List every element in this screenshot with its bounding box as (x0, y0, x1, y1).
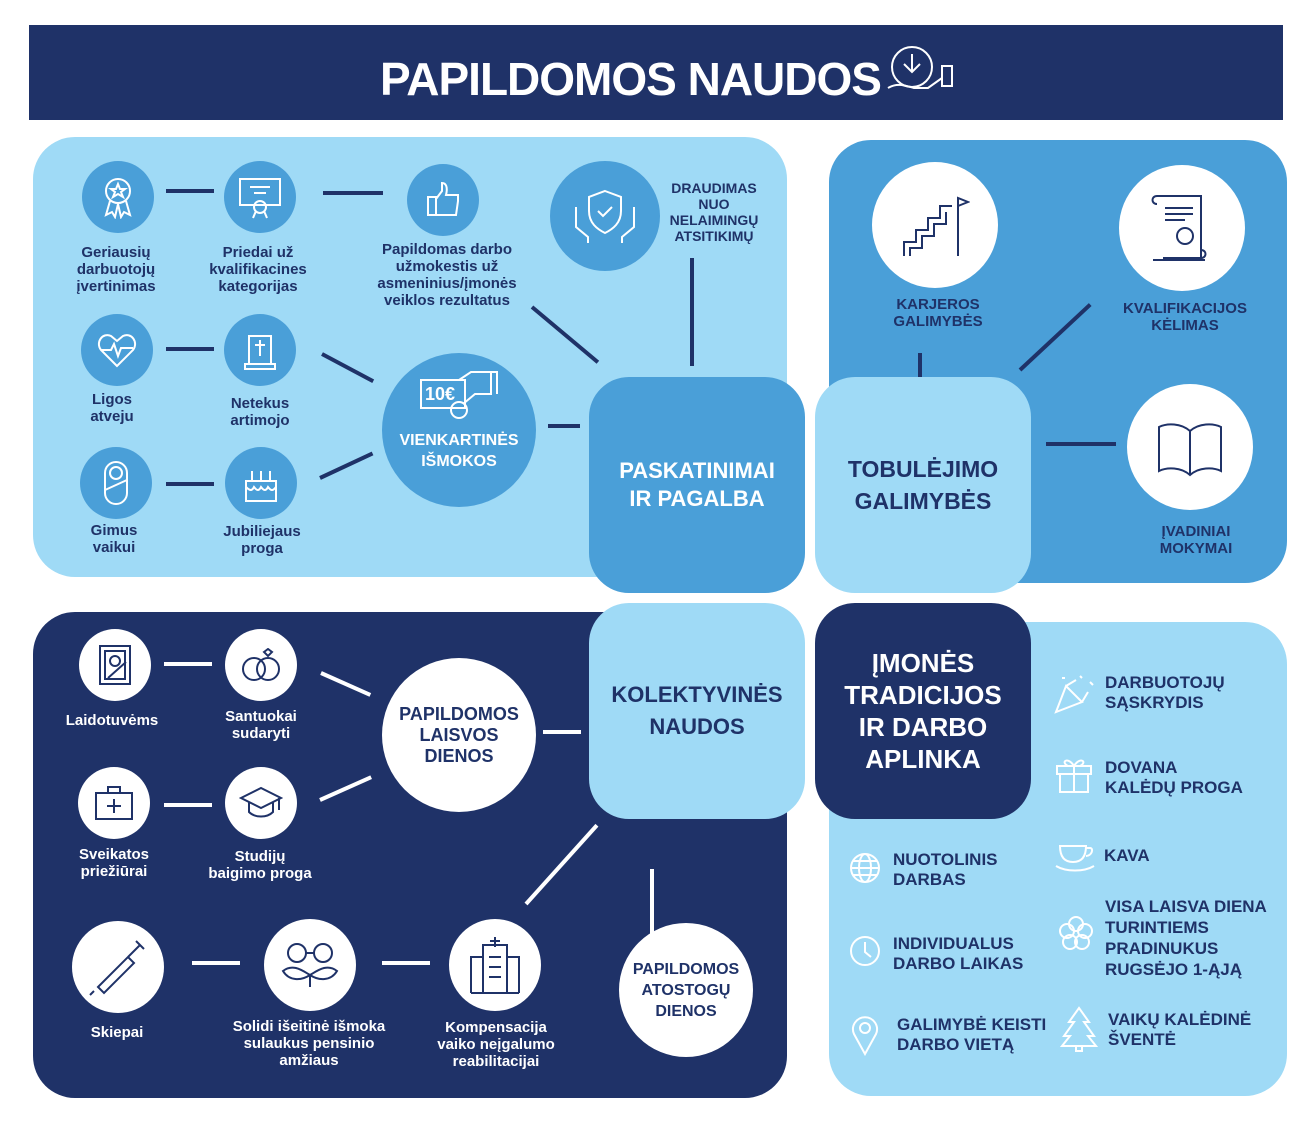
first-aid-kit-icon (78, 767, 150, 839)
label-intro-training: ĮVADINIAI MOKYMAI (1159, 523, 1233, 557)
connector (323, 191, 383, 195)
label-funeral: Laidotuvėms (65, 712, 159, 729)
heart-pulse-icon (81, 314, 153, 386)
tombstone-icon (224, 314, 296, 386)
wedding-rings-icon (225, 629, 297, 701)
connector (650, 869, 654, 939)
label-flex-time: INDIVIDUALUS DARBO LAIKAS (893, 934, 1024, 973)
open-book-icon (1127, 384, 1253, 510)
party-popper-icon (1054, 672, 1096, 719)
flower-icon (1058, 915, 1094, 956)
diploma-scroll-icon (1119, 165, 1245, 291)
label-insurance: DRAUDIMAS NUO NELAIMINGŲ ATSITIKIMŲ (669, 180, 759, 244)
label-career: KARJEROS GALIMYBĖS (893, 296, 983, 330)
label-jubilee: Jubiliejaus proga (223, 523, 301, 557)
hospital-building-icon (449, 919, 541, 1011)
connector (164, 803, 212, 807)
connector (166, 189, 214, 193)
label-vaccines: Skiepai (90, 1024, 144, 1041)
location-pin-icon (850, 1014, 880, 1061)
grandpa-glasses-icon (264, 919, 356, 1011)
benefit-hand-icon (882, 42, 958, 105)
connector (382, 961, 430, 965)
label-one-time: VIENKARTINĖS IŠMOKOS (399, 432, 519, 470)
label-retirement: Solidi išeitinė išmoka sulaukus pensinio… (232, 1018, 386, 1069)
thumbs-up-icon (407, 164, 479, 236)
label-september-day: VISA LAISVA DIENA TURINTIEMS PRADINUKUS … (1105, 897, 1267, 979)
label-qualification: KVALIFIKACIJOS KĖLIMAS (1123, 300, 1247, 334)
center-kolektyvines: KOLEKTYVINĖS NAUDOS (589, 603, 805, 819)
header-banner (29, 25, 1283, 120)
syringe-icon (72, 921, 164, 1013)
label-extra-vacation: PAPILDOMOS ATOSTOGŲ DIENOS (632, 960, 740, 1020)
one-time-payment-circle: 10€ VIENKARTINĖS IŠMOKOS (382, 353, 536, 507)
label-best-employee: Geriausių darbuotojų įvertinimas (76, 244, 156, 295)
label-qualification-bonus: Priedai už kvalifikacines kategorijas (209, 244, 307, 295)
gift-icon (1055, 756, 1093, 799)
label-remote: NUOTOLINIS DARBAS (893, 850, 998, 889)
connector (1046, 442, 1116, 446)
label-compensation: Kompensacija vaiko neįgalumo reabilitaci… (437, 1019, 555, 1070)
funeral-portrait-icon (79, 629, 151, 701)
extra-days-circle: PAPILDOMOS LAISVOS DIENOS (382, 658, 536, 812)
money-hand-icon: 10€ (419, 370, 499, 422)
extra-vacation-circle: PAPILDOMOS ATOSTOGŲ DIENOS (619, 923, 753, 1057)
career-stairs-icon (872, 162, 998, 288)
christmas-tree-icon (1059, 1006, 1099, 1057)
label-extra-pay: Papildomas darbo užmokestis už asmeniniu… (377, 241, 517, 309)
award-icon (82, 161, 154, 233)
label-marriage: Santuokai sudaryti (225, 708, 297, 742)
connector (166, 347, 214, 351)
label-change-place: GALIMYBĖ KEISTI DARBO VIETĄ (897, 1015, 1047, 1054)
label-birth: Gimus vaikui (90, 522, 138, 556)
birthday-cake-icon (225, 447, 297, 519)
connector (690, 258, 694, 366)
label-graduation: Studijų baigimo proga (208, 848, 312, 882)
clock-icon (848, 934, 882, 973)
connector (192, 961, 240, 965)
connector (548, 424, 580, 428)
label-gift: DOVANA KALĖDŲ PROGA (1105, 758, 1243, 797)
connector (543, 730, 581, 734)
page-title: PAPILDOMOS NAUDOS (380, 53, 882, 105)
connector (166, 482, 214, 486)
graduation-cap-icon (225, 767, 297, 839)
globe-icon (847, 850, 883, 889)
certificate-icon (224, 161, 296, 233)
label-health: Sveikatos priežiūrai (78, 846, 150, 880)
center-imones: ĮMONĖS TRADICIJOS IR DARBO APLINKA (815, 603, 1031, 819)
coffee-cup-icon (1054, 842, 1096, 877)
label-gathering: DARBUOTOJŲ SĄSKRYDIS (1105, 673, 1225, 712)
center-paskatinimai: PASKATINIMAI IR PAGALBA (589, 377, 805, 593)
insurance-shield-icon (550, 161, 660, 271)
baby-icon (80, 447, 152, 519)
label-kids-christmas: VAIKŲ KALĖDINĖ ŠVENTĖ (1108, 1010, 1252, 1049)
label-extra-days: PAPILDOMOS LAISVOS DIENOS (399, 703, 519, 766)
center-tobulejimo: TOBULĖJIMO GALIMYBĖS (815, 377, 1031, 593)
label-illness: Ligos atveju (90, 391, 134, 425)
label-coffee: KAVA (1104, 846, 1150, 865)
label-bereavement: Netekus artimojo (230, 395, 290, 429)
connector (164, 662, 212, 666)
